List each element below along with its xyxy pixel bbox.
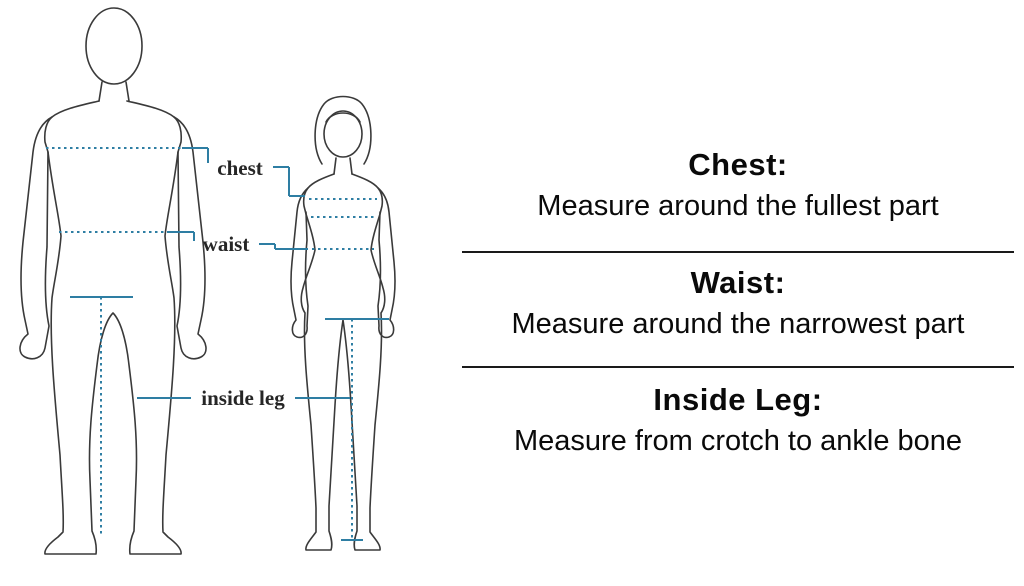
waist-description: Measure around the narrowest part [511, 308, 965, 340]
chest-leader-left [182, 147, 209, 163]
measurement-instructions: Chest: Measure around the fullest part W… [460, 0, 1016, 586]
chest-leader-right [273, 166, 305, 197]
female-hair [314, 95, 372, 165]
inside-leg-heading: Inside Leg: [653, 382, 823, 417]
female-figure [290, 95, 396, 551]
inside-leg-section: Inside Leg: Measure from crotch to ankle… [460, 381, 1016, 461]
male-right-arm [173, 116, 207, 360]
inside-leg-diagram-label: inside leg [201, 386, 285, 410]
female-torso-legs [300, 173, 386, 551]
chest-description: Measure around the fullest part [537, 190, 939, 222]
male-torso-legs [43, 100, 183, 555]
chest-section: Chest: Measure around the fullest part [460, 146, 1016, 226]
waist-heading: Waist: [690, 265, 786, 300]
waist-leader-left [167, 231, 195, 241]
inside-leg-description: Measure from crotch to ankle bone [513, 425, 963, 457]
section-divider [462, 366, 1014, 368]
female-head [323, 110, 363, 158]
female-neck [333, 157, 353, 175]
waist-diagram-label: waist [203, 232, 250, 256]
section-divider [462, 251, 1014, 253]
waist-section: Waist: Measure around the narrowest part [460, 264, 1016, 344]
measurement-lines [46, 147, 389, 541]
male-neck [98, 81, 130, 102]
body-measurement-diagram: chest waist inside leg [19, 7, 396, 555]
chest-diagram-label: chest [217, 156, 263, 180]
female-left-arm [290, 187, 309, 339]
male-head [85, 7, 143, 85]
female-right-arm [377, 187, 396, 339]
waist-leader-right [259, 243, 308, 250]
male-left-arm [19, 116, 53, 360]
male-figure [19, 7, 207, 555]
chest-heading: Chest: [688, 147, 788, 182]
